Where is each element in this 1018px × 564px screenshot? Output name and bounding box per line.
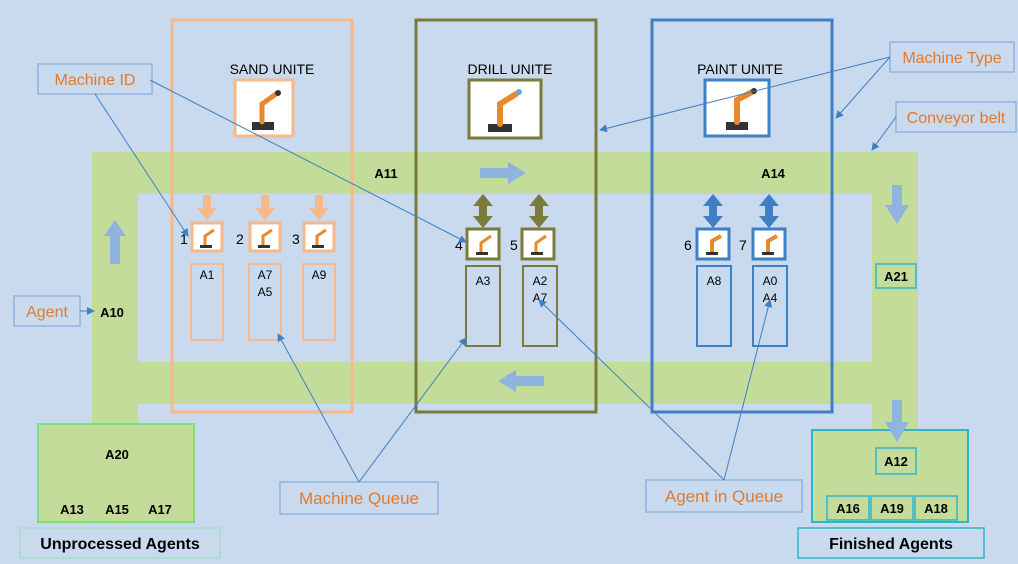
machine-4-icon [465, 227, 501, 261]
finished-label: Finished Agents [829, 536, 953, 553]
machine-2-queue [248, 263, 282, 341]
queue-agent: A1 [200, 268, 215, 282]
queue-agent: A5 [258, 285, 273, 299]
unprocessed-label-box [19, 527, 221, 559]
unprocessed-agent: A17 [148, 502, 172, 517]
sand-unit-robot-icon [233, 78, 295, 138]
machine-7-id: 7 [739, 237, 747, 253]
callout-machine-id: Machine ID [55, 72, 136, 89]
callout-machine-type: Machine Type [902, 50, 1001, 67]
machine-7-bidir-arrow [759, 194, 779, 228]
belt-agent-a21: A21 [884, 269, 908, 284]
machine-1-id: 1 [180, 231, 188, 247]
queue-agent: A9 [312, 268, 327, 282]
callout-agent-in-queue: Agent in Queue [665, 487, 783, 506]
finished-agent: A19 [880, 501, 904, 516]
belt-arrow-down-right [885, 185, 909, 224]
paint-unit-frame [650, 18, 834, 414]
machine-4-bidir-arrow [473, 194, 493, 228]
finished-agent: A16 [836, 501, 860, 516]
belt-agent-a21-box [875, 263, 917, 289]
machine-4-id: 4 [455, 237, 463, 253]
unprocessed-label: Unprocessed Agents [40, 536, 200, 553]
machine-1-queue [190, 263, 224, 341]
callout-machine-queue: Machine Queue [299, 489, 419, 508]
callout-conveyor-belt: Conveyor belt [907, 110, 1006, 127]
machine-6-id: 6 [684, 237, 692, 253]
queue-agent: A8 [707, 274, 722, 288]
belt-arrow-right [480, 162, 526, 184]
machine-6-queue [696, 265, 732, 347]
machine-3-id: 3 [292, 231, 300, 247]
callout-leader-lines [80, 56, 897, 483]
machine-7-queue [752, 265, 788, 347]
machine-1-icon [190, 221, 224, 253]
finished-label-box [797, 527, 985, 559]
belt-agent-a12-box [875, 447, 917, 475]
machine-2-down-arrow [255, 195, 275, 220]
belt-agent-a10: A10 [100, 305, 124, 320]
drill-unit-title: DRILL UNITE [467, 61, 552, 77]
belt-agent-a11: A11 [374, 166, 397, 181]
finished-agent-box [826, 495, 870, 521]
queue-agent: A4 [763, 291, 778, 305]
paint-unit-robot-icon [703, 78, 771, 138]
unprocessed-area [37, 423, 195, 523]
machine-2-icon [248, 221, 282, 253]
queue-agent: A2 [533, 274, 548, 288]
queue-agent: A0 [763, 274, 778, 288]
machine-7-icon [751, 227, 787, 261]
machine-4-queue [465, 265, 501, 347]
belt-agent-a12: A12 [884, 454, 908, 469]
sand-unit-title: SAND UNITE [230, 61, 315, 77]
machine-5-icon [520, 227, 556, 261]
queue-agent: A3 [476, 274, 491, 288]
queue-agent: A7 [533, 291, 548, 305]
queue-agent: A7 [258, 268, 273, 282]
belt-agent-a20: A20 [105, 447, 129, 462]
machine-5-id: 5 [510, 237, 518, 253]
finished-agent-box [870, 495, 914, 521]
finished-agent-box [914, 495, 958, 521]
machine-5-bidir-arrow [529, 194, 549, 228]
finished-agent: A18 [924, 501, 948, 516]
machine-2-id: 2 [236, 231, 244, 247]
machine-6-bidir-arrow [703, 194, 723, 228]
belt-agent-a14: A14 [761, 166, 786, 181]
machine-6-icon [695, 227, 731, 261]
machine-5-queue [522, 265, 558, 347]
machine-3-icon [302, 221, 336, 253]
paint-unit-title: PAINT UNITE [697, 61, 783, 77]
drill-unit-robot-icon [467, 78, 543, 140]
callout-agent: Agent [26, 304, 68, 321]
belt-arrow-left [498, 370, 544, 392]
machine-1-down-arrow [197, 195, 217, 220]
unprocessed-agent: A13 [60, 502, 84, 517]
sand-unit-frame [170, 18, 354, 414]
belt-arrow-up [104, 220, 126, 264]
machine-3-queue [302, 263, 336, 341]
machine-3-down-arrow [309, 195, 329, 220]
unprocessed-agent: A15 [105, 502, 129, 517]
belt-arrow-down-finished [885, 400, 909, 442]
conveyor-belt [92, 152, 918, 432]
